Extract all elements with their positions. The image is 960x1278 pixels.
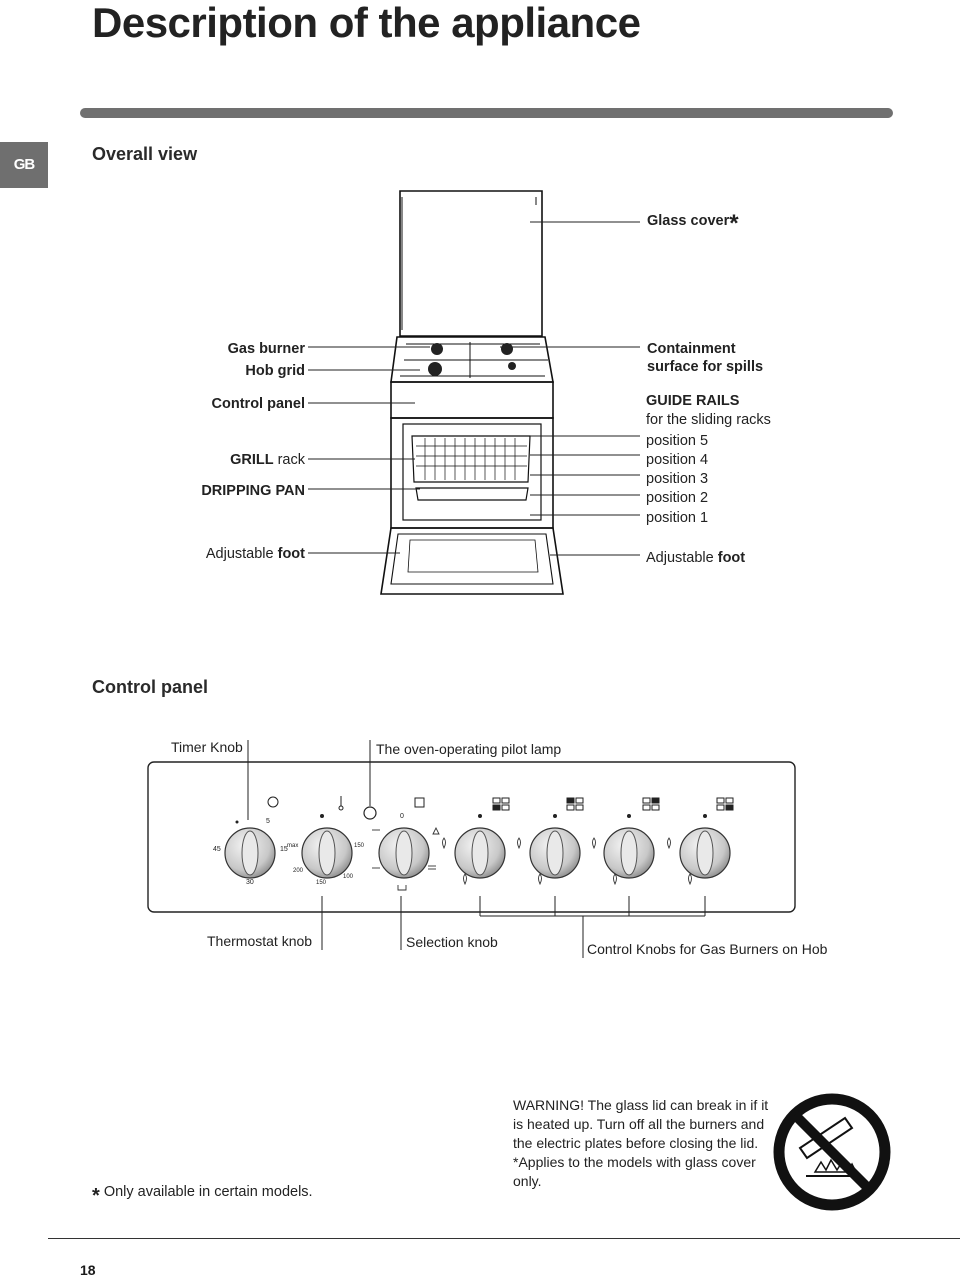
selector-mark-0: 0 [400, 813, 404, 820]
page-number: 18 [80, 1262, 96, 1278]
label-position-4: position 4 [646, 452, 709, 468]
label-adjustable-foot-right: Adjustable foot [646, 550, 746, 566]
thermo-mark-150: 150 [316, 880, 327, 886]
timer-mark-5: 5 [266, 818, 270, 825]
thermo-mark-max: max [287, 843, 299, 849]
control-panel-heading: Control panel [92, 677, 208, 697]
thermo-mark-150-right: 150 [354, 843, 365, 849]
label-dripping-pan: DRIPPING PAN [201, 483, 305, 499]
label-grill-rack: GRILL rack [230, 452, 305, 468]
label-position-2: position 2 [646, 490, 709, 506]
page-title: Description of the appliance [92, 0, 641, 46]
thermo-mark-200: 200 [293, 868, 304, 874]
label-position-3: position 3 [646, 471, 709, 487]
label-containment-1: Containment [647, 341, 736, 357]
overall-view-heading: Overall view [92, 144, 198, 164]
label-position-5: position 5 [646, 433, 709, 449]
timer-mark-45: 45 [213, 846, 221, 853]
label-gas-knobs: Control Knobs for Gas Burners on Hob [587, 941, 828, 957]
label-guide-rails-sub: for the sliding racks [646, 412, 771, 428]
label-containment-2: surface for spills [647, 359, 764, 375]
warning-text: WARNING! The glass lid can break in if i… [513, 1097, 769, 1189]
label-control-panel: Control panel [211, 396, 305, 412]
label-timer-knob: Timer Knob [171, 739, 243, 755]
footnote: * Only available in certain models. [92, 1184, 313, 1207]
label-gas-burner: Gas burner [227, 341, 305, 357]
label-position-1: position 1 [646, 510, 709, 526]
label-adjustable-foot-left: Adjustable foot [205, 546, 305, 562]
title-divider [80, 108, 893, 118]
label-selection-knob: Selection knob [406, 934, 498, 950]
label-guide-rails: GUIDE RAILS [646, 393, 740, 409]
label-thermostat-knob: Thermostat knob [207, 933, 313, 949]
label-hob-grid: Hob grid [245, 363, 305, 379]
timer-mark-30: 30 [246, 879, 254, 886]
thermo-mark-100: 100 [343, 874, 354, 880]
label-pilot-lamp: The oven-operating pilot lamp [376, 741, 562, 757]
language-tab: GB [0, 142, 48, 188]
footer-divider [48, 1238, 960, 1239]
timer-mark-15: 15 [280, 846, 288, 853]
label-glass-cover: Glass cover* [647, 210, 739, 237]
